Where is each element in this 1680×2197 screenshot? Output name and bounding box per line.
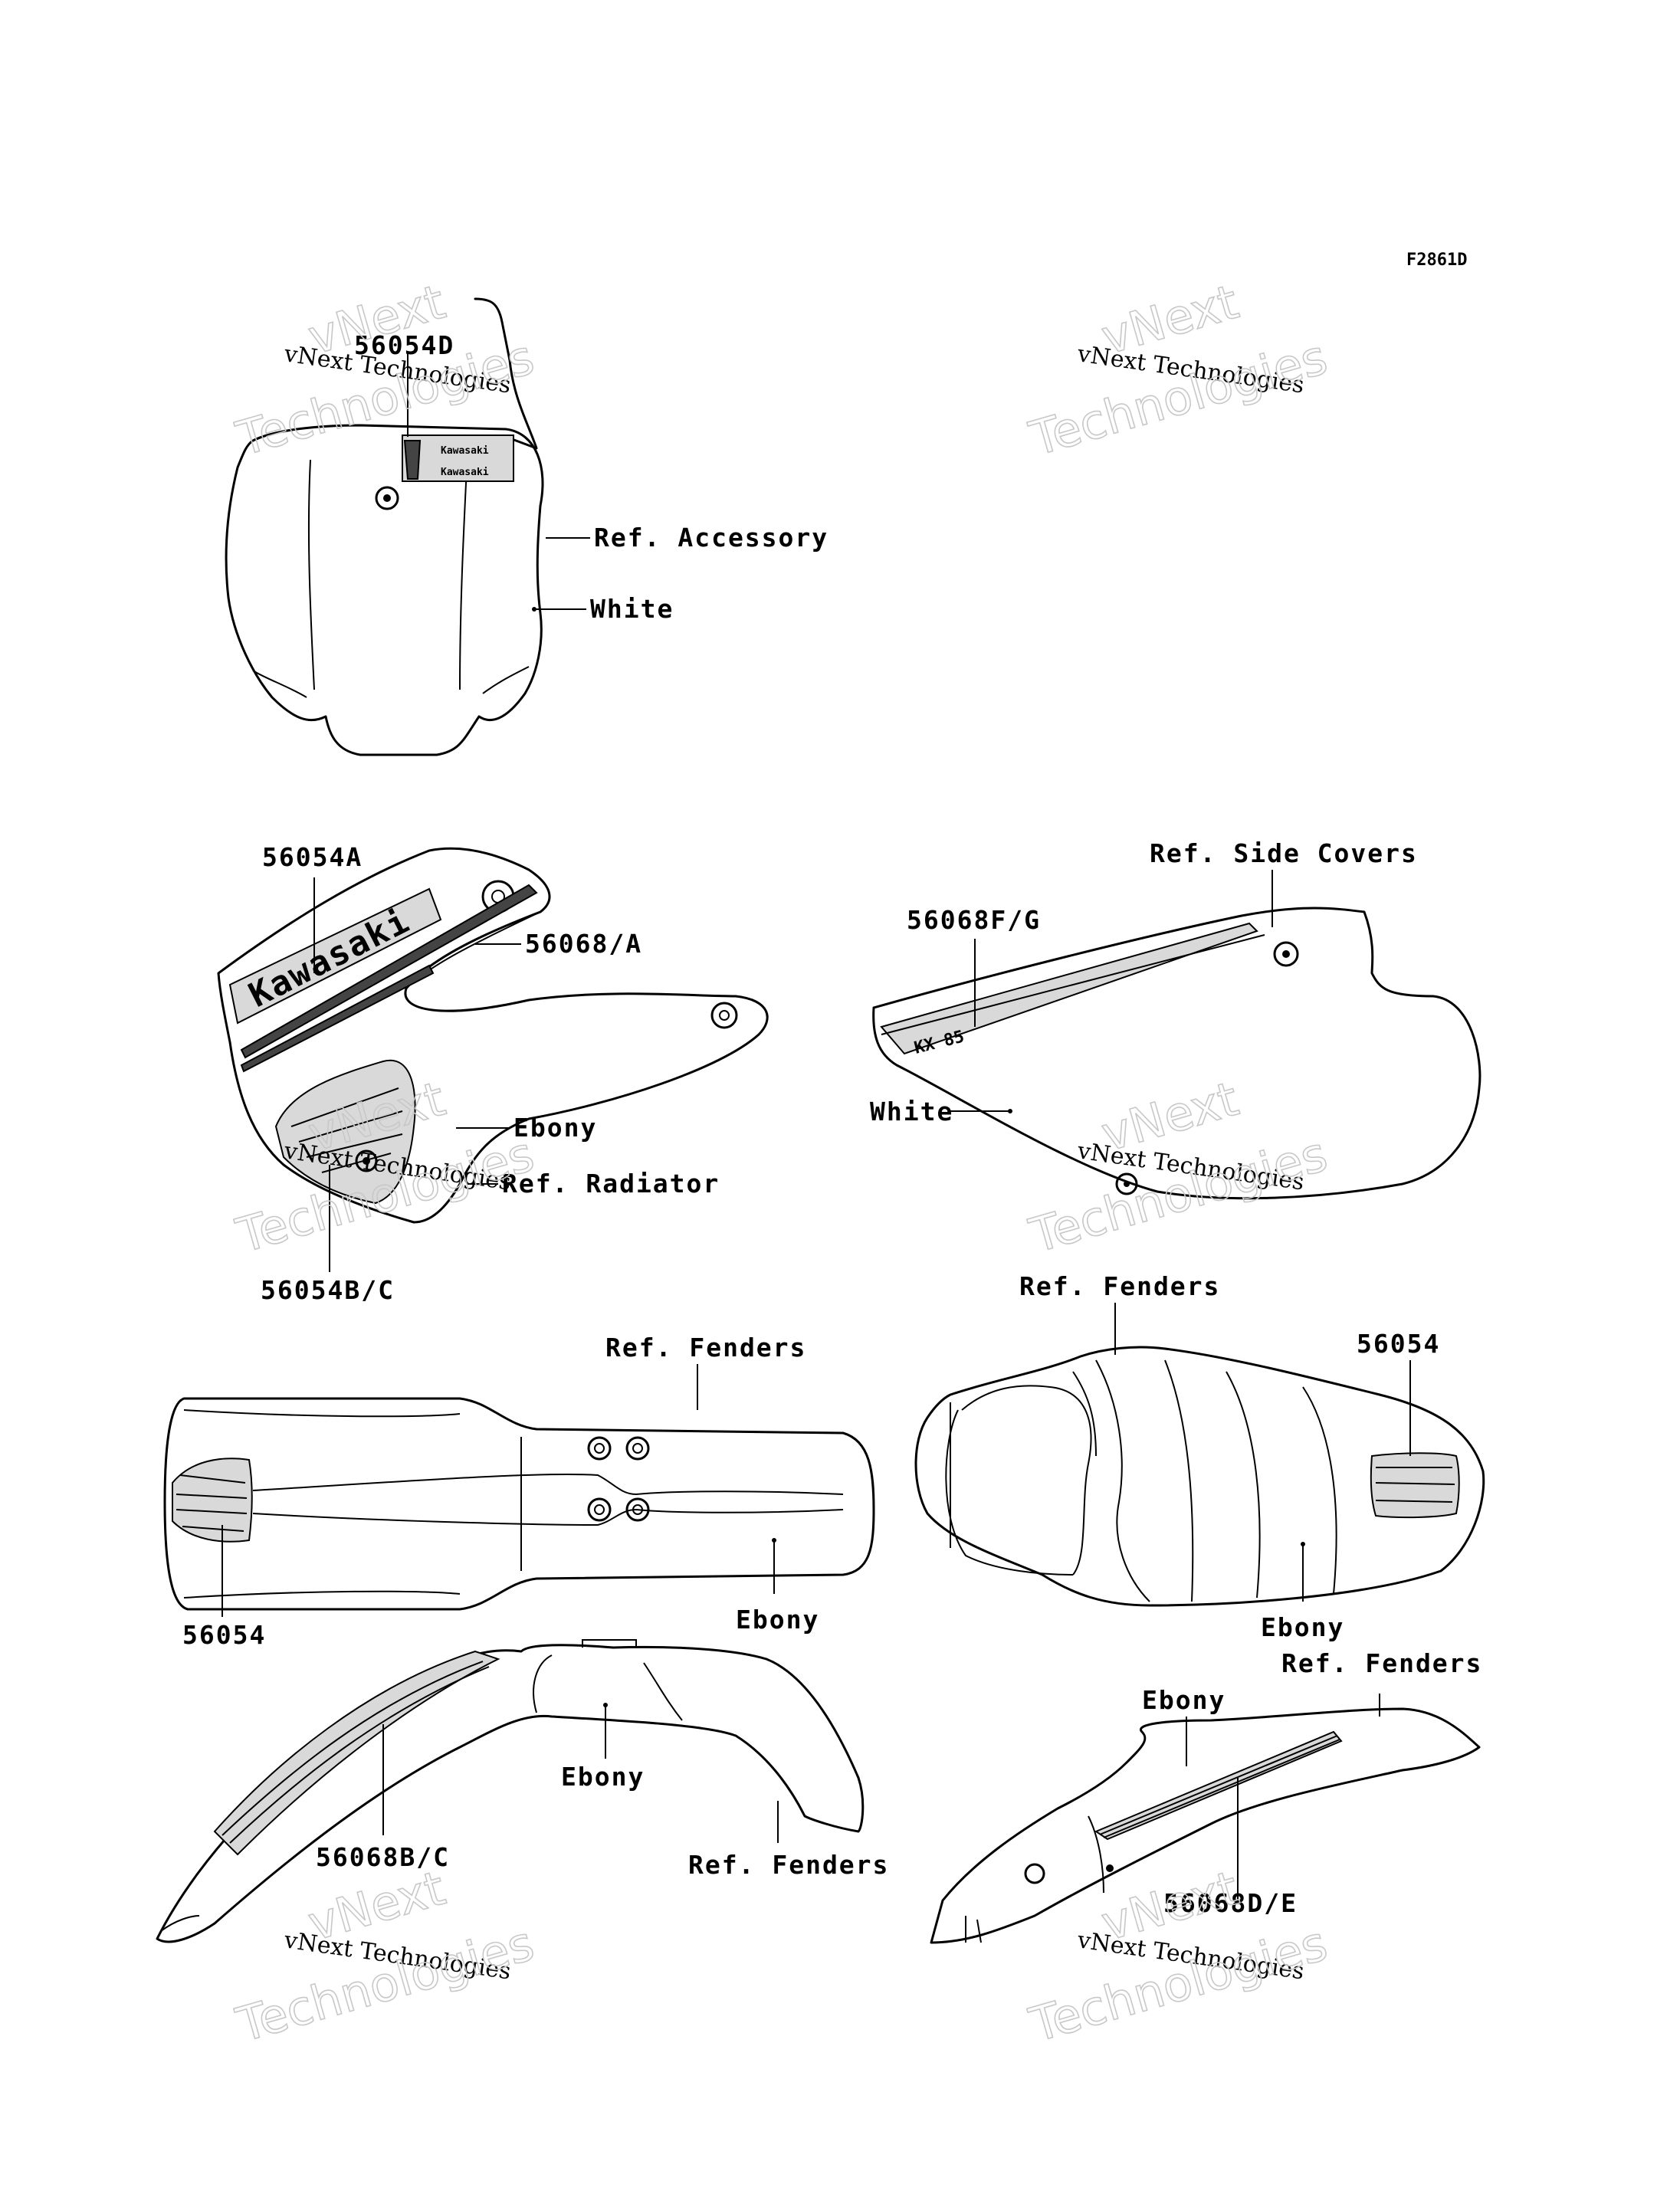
label-ffender-side-ebony: Ebony: [561, 1762, 645, 1792]
svg-text:Technologies: Technologies: [1023, 329, 1333, 467]
label-56068bc: 56068B/C: [316, 1842, 450, 1872]
shroud-decal-brand: Kawasaki: [243, 901, 416, 1015]
label-56054a: 56054A: [262, 842, 363, 872]
plate-decal-text: Kawasaki: [441, 445, 489, 457]
label-ref-radiator: Ref. Radiator: [502, 1169, 720, 1199]
svg-text:Technologies: Technologies: [1023, 1915, 1333, 2053]
label-ffender-side-ref: Ref. Fenders: [688, 1850, 889, 1880]
label-shroud-ebony: Ebony: [514, 1113, 597, 1143]
radiator-shroud-part: Kawasaki: [217, 847, 769, 1272]
label-ref-side-covers: Ref. Side Covers: [1150, 838, 1418, 868]
svg-text:vNext: vNext: [1095, 1860, 1244, 1952]
label-plate-white: White: [590, 594, 674, 624]
svg-text:vNext: vNext: [302, 1860, 451, 1952]
front-fender-top-part: [163, 1364, 875, 1617]
svg-text:vNext: vNext: [1095, 1071, 1244, 1162]
label-rfender-top-ebony: Ebony: [1261, 1612, 1344, 1642]
label-ffender-top-ebony: Ebony: [736, 1605, 819, 1635]
watermark-4: vNext Technologies vNext Technologies: [1023, 1070, 1334, 1264]
svg-text:vNext: vNext: [1095, 274, 1244, 366]
label-side-white: White: [870, 1097, 953, 1126]
label-56054d: 56054D: [354, 330, 454, 360]
svg-text:Technologies: Technologies: [1023, 1126, 1333, 1264]
label-rfender-side-ref: Ref. Fenders: [1281, 1648, 1482, 1678]
number-plate-part: Kawasaki Kawasaki: [225, 297, 544, 756]
rear-fender-top-part: [914, 1303, 1485, 1607]
front-fender-side-part: [156, 1639, 865, 1943]
label-56068fg: 56068F/G: [907, 905, 1041, 935]
watermark-3: vNext Technologies vNext Technologies: [230, 1070, 541, 1264]
label-ffender-top-56054: 56054: [182, 1620, 266, 1650]
svg-text:Technologies: Technologies: [230, 1915, 540, 2053]
label-rfender-top-ref: Ref. Fenders: [1019, 1271, 1220, 1301]
label-56068de: 56068D/E: [1163, 1888, 1298, 1918]
label-56054bc: 56054B/C: [261, 1275, 395, 1305]
label-56068-a: 56068/A: [525, 929, 642, 959]
label-rfender-side-ebony: Ebony: [1142, 1685, 1226, 1715]
label-rfender-top-56054: 56054: [1357, 1329, 1440, 1359]
diagram-code: F2861D: [1406, 251, 1467, 270]
label-ref-accessory: Ref. Accessory: [594, 523, 829, 553]
side-cover-part: KX 85: [872, 870, 1481, 1200]
watermark-2: vNext Technologies vNext Technologies: [1023, 273, 1334, 467]
label-ffender-top-ref: Ref. Fenders: [605, 1333, 806, 1362]
watermark-6: vNext Technologies vNext Technologies: [1023, 1859, 1334, 2054]
plate-decal-brand: Kawasaki: [441, 467, 489, 478]
rear-fender-side-part: [930, 1694, 1481, 1944]
